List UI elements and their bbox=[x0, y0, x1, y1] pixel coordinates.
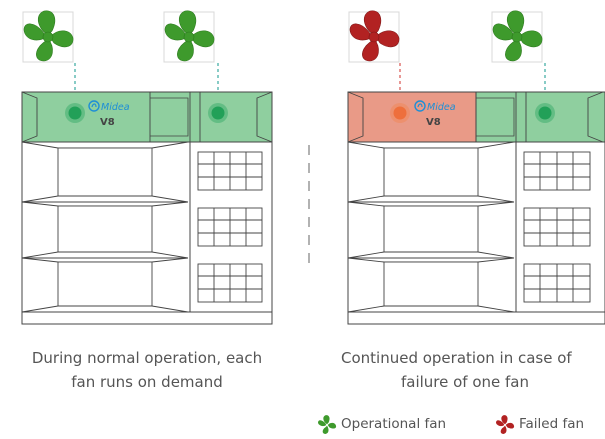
right-coil-grid bbox=[523, 151, 591, 303]
midea-logo-icon bbox=[88, 100, 100, 112]
right-caption-line1: Continued operation in case of bbox=[341, 349, 572, 367]
left-top-band bbox=[21, 91, 273, 143]
right-caption-line2: failure of one fan bbox=[400, 373, 530, 391]
right-brand-label: Midea bbox=[427, 102, 456, 113]
legend-operational-fan-icon bbox=[318, 415, 337, 434]
right-top-band-failed bbox=[347, 91, 477, 143]
legend-operational-label: Operational fan bbox=[341, 416, 447, 432]
right-unit: Midea V8 bbox=[347, 10, 605, 325]
left-caption: During normal operation, each fan runs o… bbox=[2, 346, 292, 394]
left-unit: Midea V8 bbox=[21, 10, 273, 325]
left-caption-line2: fan runs on demand bbox=[71, 373, 223, 391]
left-brand-label: Midea bbox=[101, 102, 130, 113]
left-coil-grid bbox=[197, 151, 263, 303]
legend-failed-label: Failed fan bbox=[519, 416, 585, 432]
legend-failed-fan-icon bbox=[496, 415, 515, 434]
left-model-label: V8 bbox=[100, 117, 115, 128]
right-model-label: V8 bbox=[426, 117, 441, 128]
right-caption: Continued operation in case of failure o… bbox=[325, 346, 605, 394]
midea-logo-icon bbox=[414, 100, 426, 112]
left-caption-line1: During normal operation, each bbox=[31, 349, 263, 367]
